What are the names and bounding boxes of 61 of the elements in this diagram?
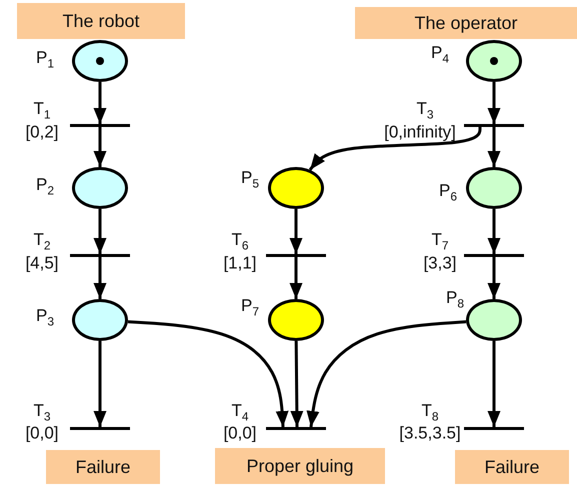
time-interval: [0,2] [25, 124, 59, 142]
time-interval: [3.5,3.5] [399, 424, 461, 444]
node-label: T$_{7}$ [431, 231, 449, 253]
node-label: T$_{2}$ [33, 231, 51, 253]
arc-arrow [306, 320, 466, 428]
transition-bar [70, 254, 130, 256]
arc-arrow [94, 256, 106, 299]
arc-arrow [488, 341, 500, 427]
node-label: T$_{8}$ [421, 402, 439, 424]
arc-arrow [290, 340, 304, 428]
transition-bar [70, 426, 130, 430]
transition-bar [464, 426, 524, 430]
place-circle [268, 167, 324, 209]
time-interval: [0,0] [223, 424, 257, 444]
label-box: The robot [17, 3, 185, 39]
node-label: P$_{7}$ [240, 297, 260, 319]
label-box: The operator [355, 7, 577, 39]
place-circle [72, 299, 128, 341]
place-circle [466, 299, 522, 341]
node-label: T$_{6}$ [231, 231, 249, 253]
node-label: P$_{3}$ [36, 307, 54, 329]
transition-bar [266, 254, 326, 256]
arc-arrow [94, 82, 106, 124]
place-circle [466, 40, 522, 82]
node-label: T$_{1}$ [33, 100, 51, 122]
time-interval: [0,infinity] [384, 124, 456, 142]
node-label: T$_{3}$ [416, 100, 434, 122]
place-circle [72, 40, 128, 82]
arc-arrow [94, 341, 106, 427]
node-label: P$_{6}$ [438, 182, 458, 204]
transition-bar [464, 254, 524, 256]
arc-arrow [488, 126, 500, 167]
arc-arrow [94, 209, 106, 254]
node-label: P$_{5}$ [240, 169, 260, 191]
transition-bar [464, 124, 524, 126]
time-interval: [1,1] [223, 254, 257, 274]
node-label: T$_{4}$ [231, 402, 249, 424]
arc-arrow [488, 209, 500, 254]
transition-bar [266, 426, 326, 430]
place-circle [268, 299, 324, 341]
time-interval: [4,5] [25, 254, 59, 274]
arc-arrow [128, 320, 289, 428]
label-box: Failure [46, 450, 160, 484]
node-label: P$_{8}$ [446, 289, 464, 311]
node-label: P$_{2}$ [36, 176, 54, 198]
arc-arrow [94, 126, 106, 167]
arc-arrow [290, 256, 302, 299]
arc-arrow [308, 126, 482, 171]
arc-arrow [488, 82, 500, 124]
node-label: P$_{4}$ [430, 44, 450, 66]
label-box: Proper gluing [215, 448, 385, 484]
node-label: P$_{1}$ [36, 49, 54, 71]
place-circle [466, 167, 522, 209]
place-circle [72, 167, 128, 209]
node-label: T$_{3}$ [33, 402, 51, 424]
arc-arrow [290, 209, 302, 254]
transition-bar [70, 124, 130, 126]
time-interval: [0,0] [25, 424, 59, 444]
label-box: Failure [455, 450, 569, 484]
time-interval: [3,3] [423, 254, 457, 274]
arc-arrow [488, 256, 500, 299]
